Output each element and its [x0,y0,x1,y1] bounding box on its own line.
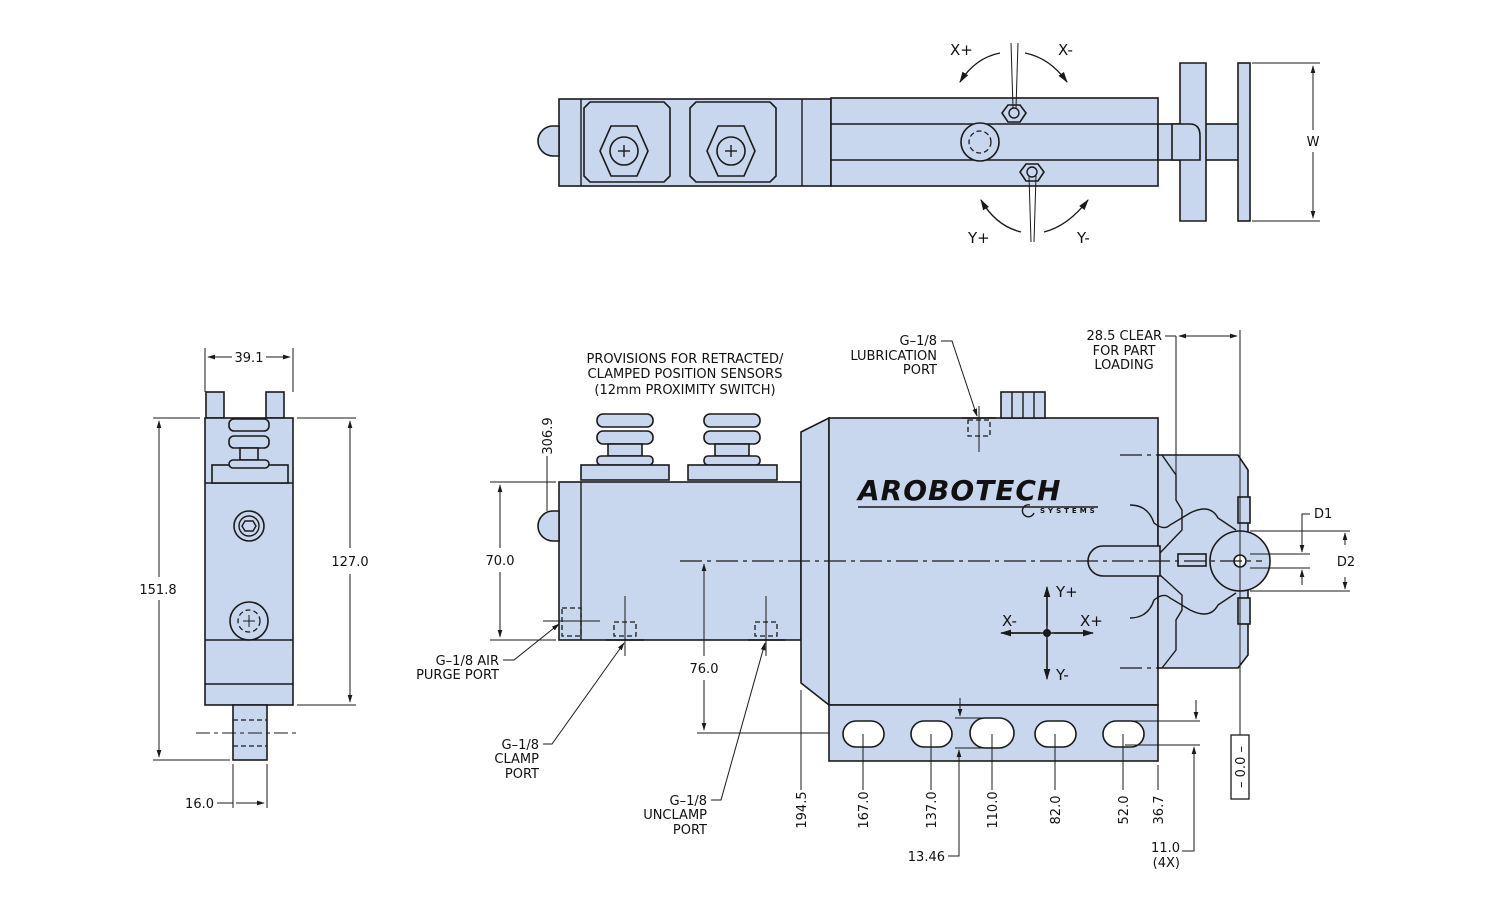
end-view-sensor-nuts [228,418,270,469]
label-y-minus: Y- [1076,229,1090,247]
dim-datum-zero: – 0.0 – [1234,746,1249,788]
side-purge-fitting [537,510,560,542]
arobotech-logo: AROBOTECH [856,474,1061,507]
mounting-slots [842,717,1145,749]
jaw-pad-upper [1237,496,1251,524]
dim-centerline-height: 76.0 [690,662,719,677]
svg-text:PORT: PORT [673,823,707,838]
side-sensor-1 [580,413,670,481]
svg-text:G–1/8: G–1/8 [502,738,540,753]
rotation-arrow-x-minus [1024,52,1068,83]
svg-text:G–1/8 AIR: G–1/8 AIR [436,654,499,669]
dim-body-height: 70.0 [486,554,515,569]
svg-text:G–1/8: G–1/8 [900,334,938,349]
side-sensor-2 [687,413,778,481]
svg-text:PORT: PORT [505,767,539,782]
top-view-purge-fitting [537,125,560,157]
svg-text:PORT: PORT [903,363,937,378]
svg-text:FOR PART: FOR PART [1093,344,1156,359]
svg-text:PROVISIONS FOR RETRACTED/: PROVISIONS FOR RETRACTED/ [587,352,785,367]
adjust-screw-x[interactable] [1001,104,1027,123]
dim-slot-137: 137.0 [925,791,940,828]
note-clearance: 28.5 CLEAR FOR PART LOADING [1086,329,1241,735]
dim-slot-52: 52.0 [1117,796,1132,825]
end-view: 39.1 151.8 127.0 16.0 [139,348,369,812]
svg-text:UNCLAMP: UNCLAMP [643,808,707,823]
rotation-arrow-x-plus [959,52,1001,83]
note-sensors: PROVISIONS FOR RETRACTED/ CLAMPED POSITI… [587,352,785,398]
note-unclamp-port: G–1/8 UNCLAMP PORT [643,642,766,838]
note-lubrication-port: G–1/8 LUBRICATION PORT [850,334,978,417]
proximity-sensor-1 [599,125,649,177]
dim-slot-36: 36.7 [1152,796,1167,825]
svg-text:CLAMP: CLAMP [494,752,539,767]
note-air-purge-port: G–1/8 AIR PURGE PORT [416,623,560,683]
adjust-screw-y[interactable] [1019,163,1045,182]
dim-end-body-height: 127.0 [331,555,368,570]
dim-slot-82: 82.0 [1049,796,1064,825]
datum-box [1230,734,1250,800]
svg-text:PURGE PORT: PURGE PORT [416,668,499,683]
label-x-plus: X+ [950,41,973,59]
axis-label-y-plus: Y+ [1055,583,1078,601]
svg-text:G–1/8: G–1/8 [670,794,708,809]
dim-slot-height: 13.46 [908,850,945,865]
jaw-pad-lower [1237,597,1251,625]
dim-slot-167: 167.0 [857,791,872,828]
axis-label-y-minus: Y- [1055,666,1069,684]
dim-overall-length: 306.9 [541,417,556,454]
top-view-socket-screw [960,122,1000,162]
dim-end-width: 39.1 [235,351,264,366]
svg-text:CLAMPED POSITION SENSORS: CLAMPED POSITION SENSORS [588,367,783,382]
dim-slot-110: 110.0 [986,791,1001,828]
top-view: X+ X- Y+ Y- W [537,41,1320,247]
label-x-minus: X- [1058,41,1073,59]
svg-text:28.5 CLEAR: 28.5 CLEAR [1086,329,1162,344]
proximity-sensor-2 [706,125,756,177]
dim-slot-count: (4X) [1153,856,1180,871]
rotation-arrow-y-plus [980,199,1022,233]
label-y-plus: Y+ [967,229,990,247]
dim-end-total-height: 151.8 [139,583,176,598]
dim-d1: D1 [1314,507,1332,522]
svg-text:(12mm PROXIMITY SWITCH): (12mm PROXIMITY SWITCH) [594,383,775,398]
arobotech-logo-sub: SYSTEMS [1040,507,1098,515]
dim-d2: D2 [1337,555,1355,570]
svg-text:LOADING: LOADING [1094,358,1153,373]
dim-slot-194: 194.5 [795,791,810,828]
dim-shank-width: 16.0 [185,797,214,812]
axis-label-x-plus: X+ [1080,612,1103,630]
axis-label-x-minus: X- [1002,612,1017,630]
dim-slot-width: 11.0 [1151,841,1180,856]
note-clamp-port: G–1/8 CLAMP PORT [494,642,625,782]
side-view: AROBOTECH SYSTEMS Y+ [416,329,1355,871]
svg-text:LUBRICATION: LUBRICATION [850,349,937,364]
dim-w: W [1307,135,1320,150]
top-view-jaw-right [1237,62,1251,222]
rotation-arrow-y-minus [1043,199,1089,233]
